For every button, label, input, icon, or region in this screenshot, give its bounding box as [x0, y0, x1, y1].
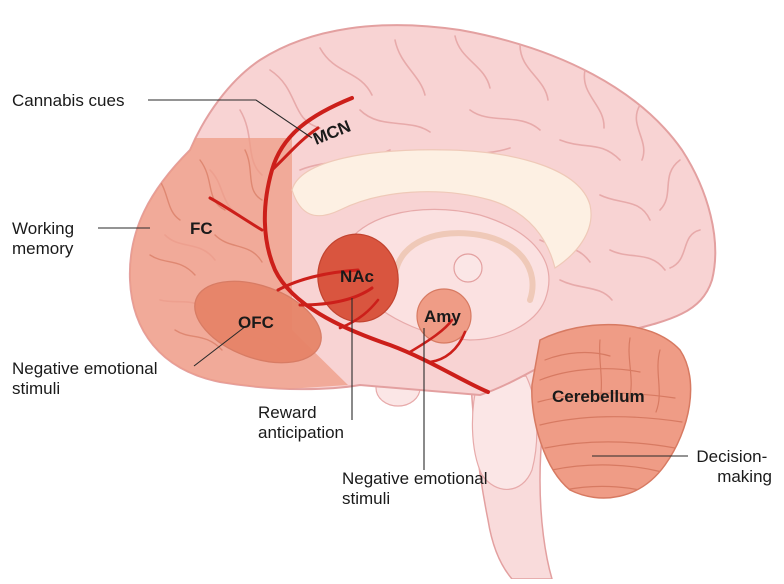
working-memory-label: Working memory — [12, 219, 79, 258]
neg-stimuli-ofc-label: Negative emotional stimuli — [12, 359, 162, 398]
cerebellum-region — [532, 325, 691, 498]
decision-making-label: Decision- making — [696, 447, 772, 486]
amy-label: Amy — [424, 307, 461, 326]
reward-anticipation-label: Reward anticipation — [258, 403, 344, 442]
nac-label: NAc — [340, 267, 374, 286]
cerebellum-label: Cerebellum — [552, 387, 645, 406]
ofc-label: OFC — [238, 313, 274, 332]
neg-stimuli-amy-label: Negative emotional stimuli — [342, 469, 492, 508]
fc-label: FC — [190, 219, 213, 238]
pineal — [454, 254, 482, 282]
cannabis-cues-label: Cannabis cues — [12, 91, 124, 110]
